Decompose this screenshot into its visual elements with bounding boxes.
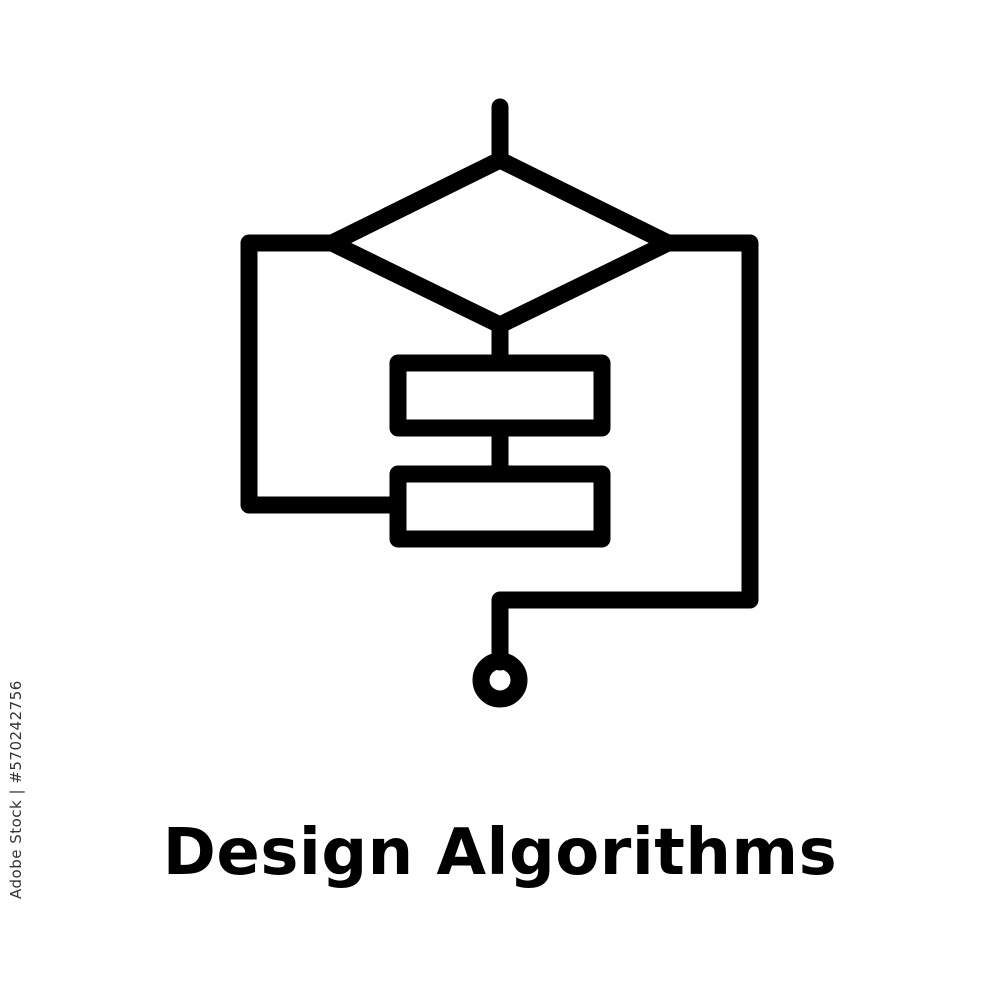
right-loop-line [491, 234, 759, 671]
decision-diamond [323, 151, 677, 334]
stock-id-text: Adobe Stock | #570242756 [7, 680, 25, 900]
icon-caption: Design Algorithms [162, 816, 838, 890]
process-box-1 [389, 354, 611, 437]
left-loop-line [240, 234, 407, 514]
process-box-2 [389, 465, 611, 548]
end-terminal-circle [472, 652, 528, 708]
